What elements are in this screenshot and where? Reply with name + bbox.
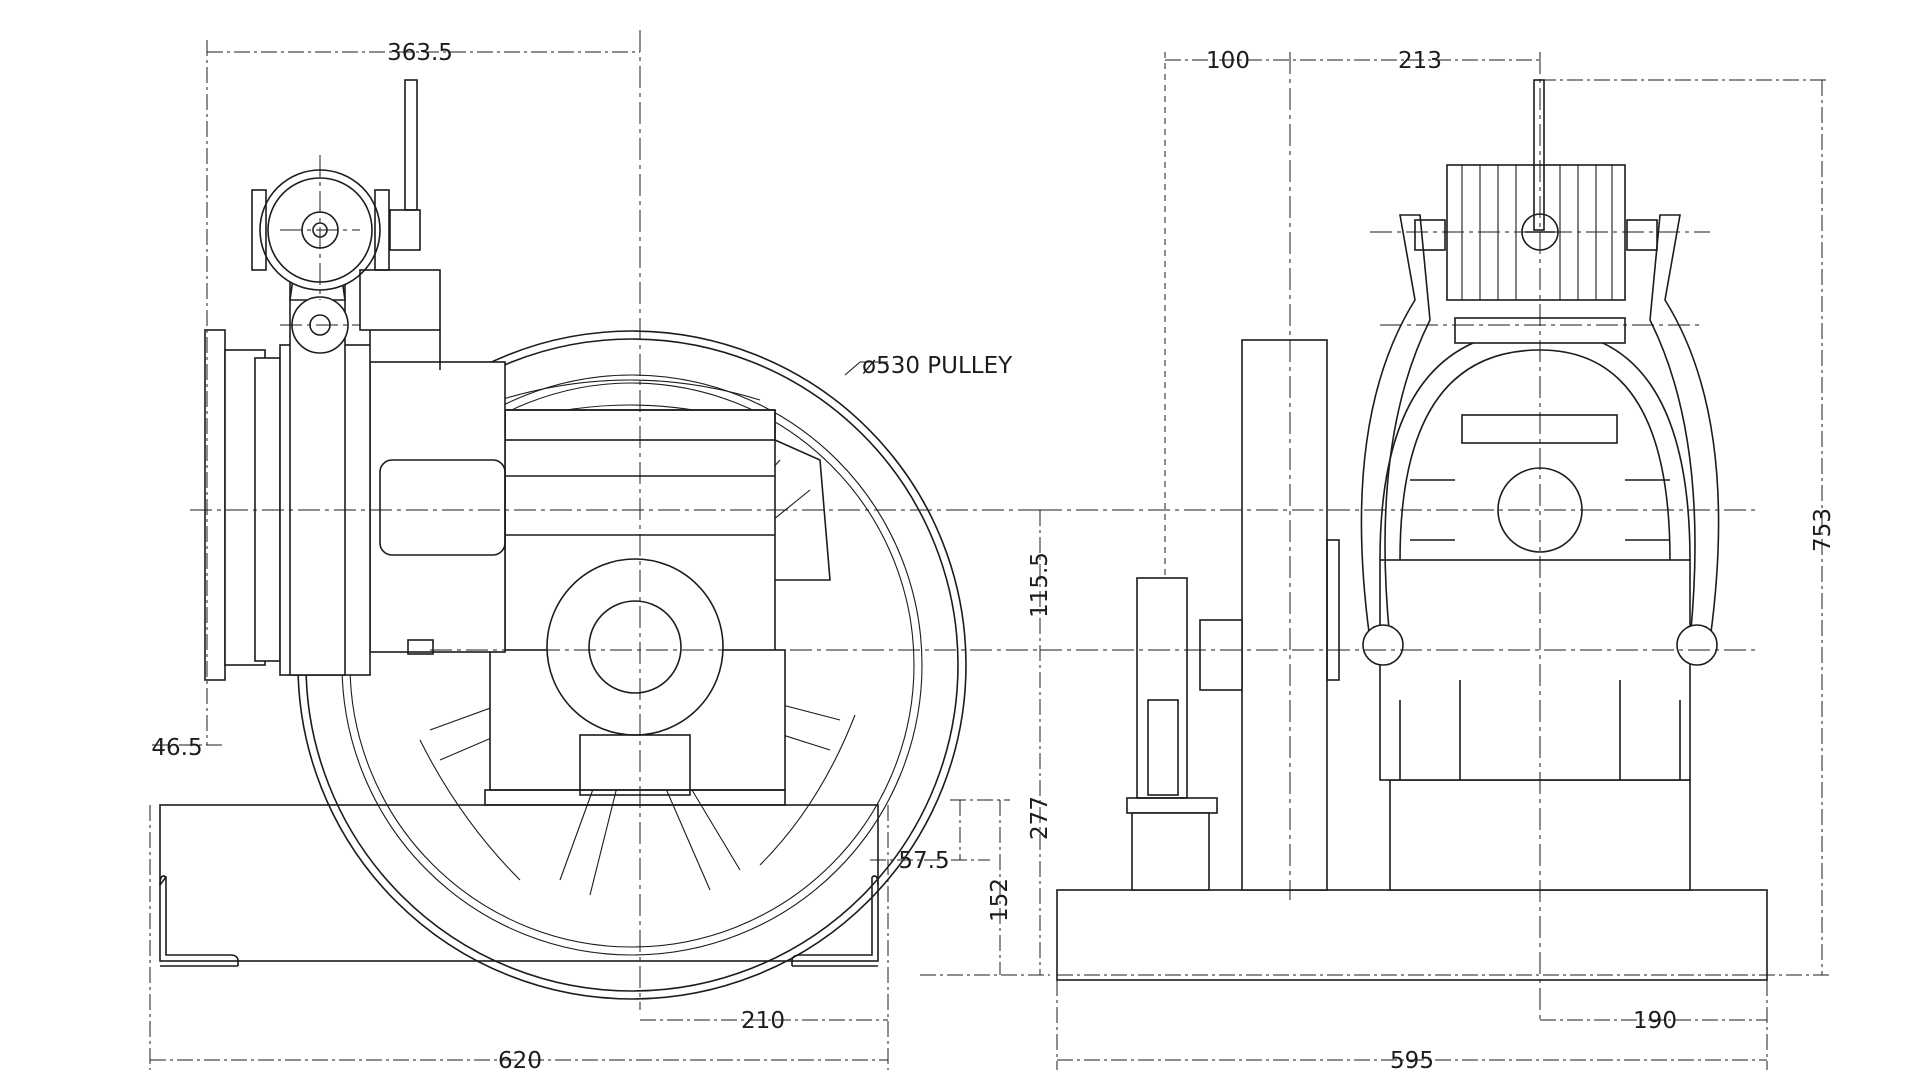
dim-190: 190	[1633, 1008, 1677, 1034]
dim-46-5: 46.5	[151, 735, 202, 761]
right-pulley-edge	[1199, 339, 1340, 891]
dim-363-5: 363.5	[387, 40, 453, 66]
left-dimension-lines	[149, 40, 1050, 1070]
right-brake-arms	[1360, 214, 1720, 666]
dim-595: 595	[1390, 1048, 1434, 1074]
right-brake-drum	[1414, 79, 1658, 301]
right-dimension-lines	[1056, 52, 1830, 1070]
right-center-lines	[1040, 52, 1760, 1020]
dim-57-5: 57.5	[898, 848, 949, 874]
dim-277: 277	[1027, 796, 1053, 840]
dim-213: 213	[1398, 48, 1442, 74]
dim-753: 753	[1810, 508, 1836, 552]
right-base-plate	[1056, 889, 1768, 981]
left-output-hub	[546, 558, 724, 796]
left-base-plate	[159, 804, 879, 967]
right-gearbox	[1379, 317, 1691, 891]
right-small-motor	[1126, 577, 1218, 891]
dim-620: 620	[498, 1048, 542, 1074]
left-view: 363.5 46.5 ø530 PULLEY 210 620 57.5 115.…	[149, 30, 1053, 1074]
left-center-lines	[190, 30, 1040, 1010]
dim-210: 210	[741, 1008, 785, 1034]
right-view: 100 213 753 190 595	[1040, 48, 1836, 1074]
pulley-callout: ø530 PULLEY	[862, 353, 1013, 379]
dim-152: 152	[987, 878, 1013, 922]
dim-100: 100	[1206, 48, 1250, 74]
dim-115-5: 115.5	[1027, 552, 1053, 618]
